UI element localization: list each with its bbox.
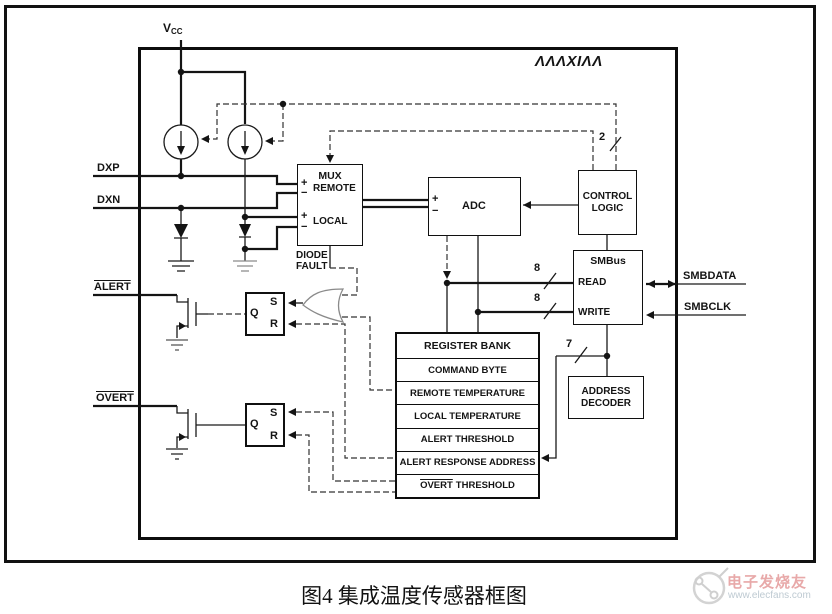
vcc-sub: CC (171, 27, 183, 36)
latch-alert-q: Q (250, 307, 259, 319)
mux-title: MUX (318, 170, 342, 182)
control-logic-label-1: CONTROL (582, 190, 633, 202)
junction-dots (177, 68, 611, 360)
bus-width-label-addr: 7 (566, 338, 573, 350)
sr-latch-alert (245, 292, 285, 336)
control-logic-label-2: LOGIC (591, 202, 624, 214)
vcc-pin-label: VCC (163, 22, 183, 36)
mux-remote-plus: + (301, 177, 308, 189)
dxp-pin-label: DXP (97, 162, 120, 174)
latch-overt-q: Q (250, 418, 259, 430)
vcc-letter: V (163, 21, 172, 35)
block-mux (297, 164, 363, 246)
bus-width-label-ctrl: 2 (599, 131, 606, 143)
register-row-remote-temperature: REMOTE TEMPERATURE (397, 382, 538, 406)
alert-pin-label: ALERT (94, 281, 131, 293)
register-row-local-temperature: LOCAL TEMPERATURE (397, 405, 538, 429)
bus-width-label-read: 8 (534, 262, 541, 274)
block-control-logic: CONTROL LOGIC (578, 170, 637, 235)
block-smbus (573, 250, 643, 325)
latch-alert-s: S (270, 296, 278, 308)
smbdata-pin-label: SMBDATA (683, 270, 737, 282)
block-address-decoder: ADDRESS DECODER (568, 376, 644, 419)
current-source-icon (163, 124, 263, 160)
diode-fault-label: DIODE FAULT (296, 250, 328, 272)
latch-leads (208, 299, 303, 439)
smbclk-pin-label: SMBCLK (684, 301, 732, 313)
adc-minus: − (432, 205, 439, 217)
mux-remote-label: REMOTE (313, 183, 356, 194)
smbus-title: SMBus (590, 255, 626, 267)
mux-local-label: LOCAL (313, 216, 348, 227)
register-bank-header: REGISTER BANK (397, 334, 538, 359)
mux-local-plus: + (301, 210, 308, 222)
latch-overt-s: S (270, 407, 278, 419)
block-register-bank: REGISTER BANK COMMAND BYTE REMOTE TEMPER… (395, 332, 540, 499)
sr-latch-overt (245, 403, 285, 447)
address-decoder-label-1: ADDRESS (581, 385, 631, 397)
diode-fault-line2: FAULT (296, 261, 328, 272)
block-adc (428, 177, 521, 236)
mosfet-icon (176, 295, 208, 448)
overt-word: OVERT (420, 480, 453, 492)
watermark-site-url: www.elecfans.com (728, 590, 811, 601)
diode-fault-line1: DIODE (296, 250, 328, 261)
or-gate-icon (302, 288, 345, 323)
figure-caption: 图4 集成温度传感器框图 (301, 584, 527, 608)
latch-alert-r: R (270, 318, 278, 330)
adc-plus: + (432, 193, 439, 205)
latch-overt-r: R (270, 430, 278, 442)
register-row-command-byte: COMMAND BYTE (397, 359, 538, 383)
chip-boundary (138, 47, 678, 540)
power-wires (93, 40, 297, 408)
register-row-alert-threshold: ALERT THRESHOLD (397, 429, 538, 452)
smbus-write-label: WRITE (578, 307, 611, 318)
overt-pin-label: OVERT (96, 392, 134, 404)
control-dashed-wires (201, 103, 617, 493)
overt-rest: THRESHOLD (455, 480, 515, 492)
register-row-overt-threshold: OVERT THRESHOLD (397, 475, 538, 497)
bus-width-label-write: 8 (534, 292, 541, 304)
watermark-logo-icon (692, 567, 729, 605)
address-decoder-label-2: DECODER (580, 397, 631, 409)
ground-icon (166, 260, 257, 460)
mux-local-minus: − (301, 221, 308, 233)
diode-icon (174, 208, 251, 261)
smbus-read-label: READ (578, 277, 607, 288)
register-row-alert-response-address: ALERT RESPONSE ADDRESS (397, 452, 538, 475)
mux-remote-minus: − (301, 187, 308, 199)
dxn-pin-label: DXN (97, 194, 121, 206)
signal-wires (363, 136, 746, 462)
outer-frame (4, 5, 816, 563)
watermark-site-name: 电子发烧友 (727, 575, 808, 591)
maxim-logo: ΛΛΛXIΛΛ (535, 53, 603, 70)
adc-label: ADC (462, 200, 486, 212)
